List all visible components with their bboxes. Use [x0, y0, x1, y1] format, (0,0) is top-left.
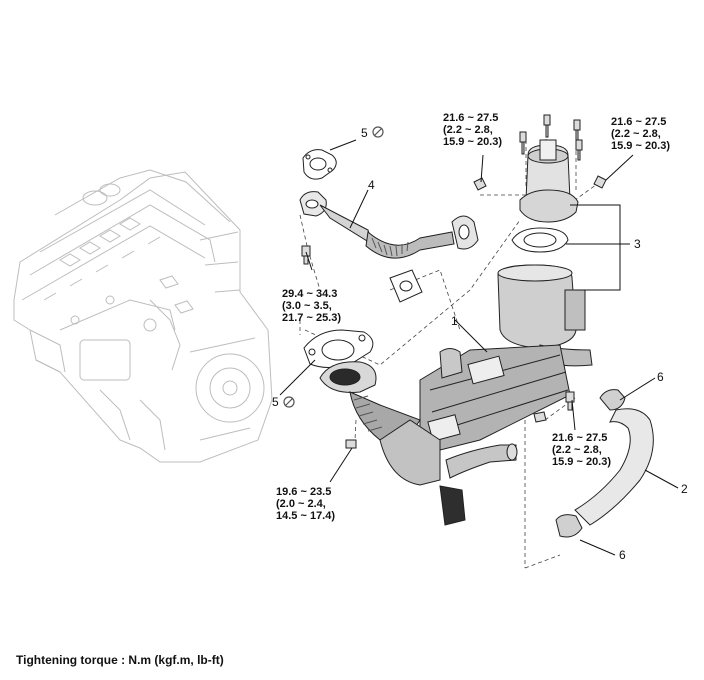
- torque-units-caption: Tightening torque : N.m (kgf.m, lb-ft): [16, 653, 224, 667]
- coolant-hose: [574, 408, 654, 526]
- torque-label-pipe: 29.4 ~ 34.3 (3.0 ~ 3.5, 21.7 ~ 25.3): [282, 288, 342, 324]
- bolts: [301, 114, 607, 449]
- torque-label-cooler: 21.6 ~ 27.5 (2.2 ~ 2.8, 15.9 ~ 20.3): [552, 432, 612, 468]
- callout-6-upper: 6: [657, 370, 664, 384]
- callout-6-lower: 6: [619, 548, 626, 562]
- callout-5-upper: 5: [361, 126, 368, 140]
- torque-label-valve-right: 21.6 ~ 27.5 (2.2 ~ 2.8, 15.9 ~ 20.3): [611, 116, 671, 152]
- gasket-lower: [303, 329, 374, 368]
- flange-gasket: [389, 269, 423, 303]
- torque-label-valve-left: 21.6 ~ 27.5 (2.2 ~ 2.8, 15.9 ~ 20.3): [443, 112, 503, 148]
- no-reuse-icon: [372, 126, 384, 138]
- callout-4: 4: [368, 178, 375, 192]
- egr-cooler: [319, 264, 593, 526]
- egr-valve: [511, 139, 579, 253]
- callout-5-lower: 5: [272, 395, 279, 409]
- callout-1: 1: [451, 314, 458, 328]
- gasket-upper: [302, 149, 337, 180]
- egr-pipe: [299, 191, 479, 259]
- no-reuse-icon: [283, 396, 295, 408]
- torque-label-flange: 19.6 ~ 23.5 (2.0 ~ 2.4, 14.5 ~ 17.4): [276, 486, 336, 522]
- hose-clamps: [555, 389, 626, 538]
- callout-2: 2: [681, 482, 688, 496]
- callout-3: 3: [634, 237, 641, 251]
- engine-block-drawing: [13, 169, 273, 463]
- leader-lines: [279, 139, 679, 556]
